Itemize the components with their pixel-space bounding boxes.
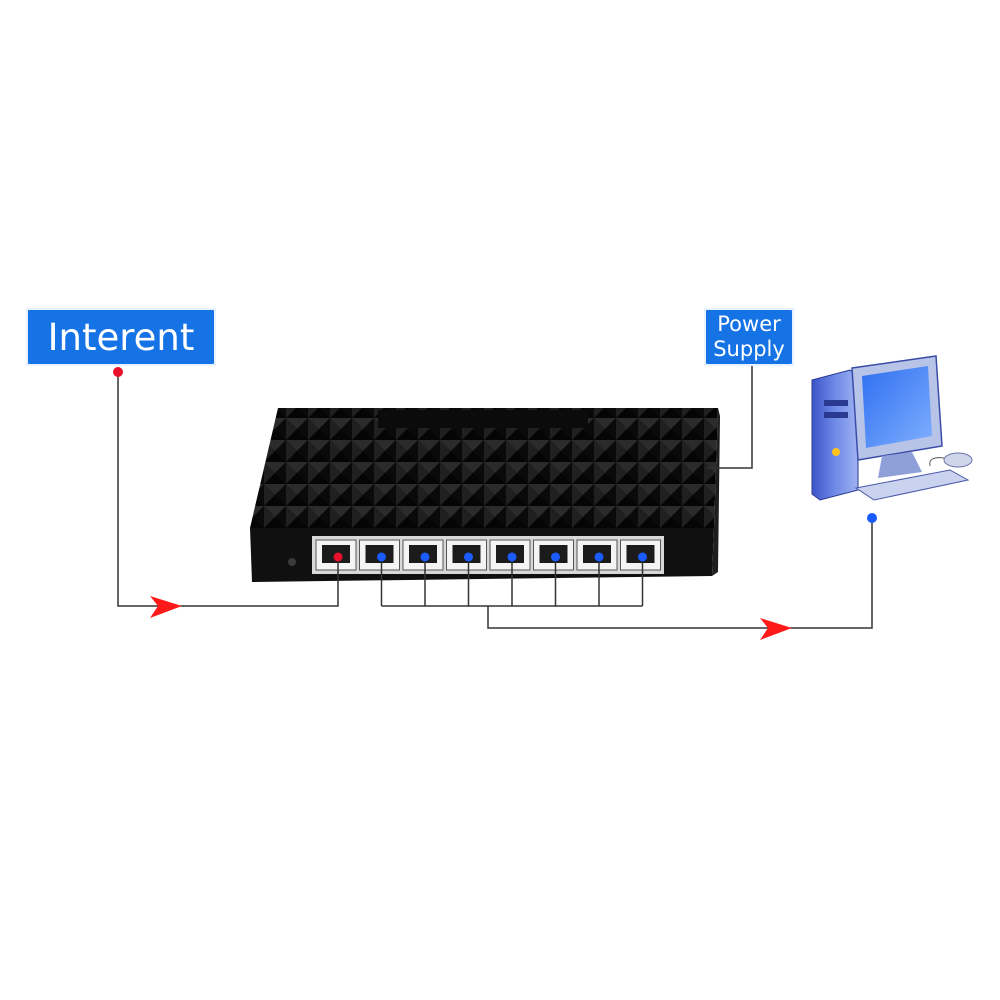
lan-port-dot [507, 552, 517, 562]
internet-label-text: Interent [47, 315, 195, 359]
power-label-line2: Supply [713, 337, 785, 361]
internet-line [117, 372, 160, 607]
wan-port-dot [333, 552, 343, 562]
lan-to-computer-line [487, 606, 770, 629]
internet-arrow-icon [150, 596, 182, 618]
internet-to-port-line [180, 562, 339, 607]
power-jack [288, 558, 296, 566]
lan-port-dot [464, 552, 473, 562]
lan-lines [380, 562, 644, 607]
power-label-line1: Power [717, 312, 781, 336]
internet-endpoint-dot [113, 367, 123, 377]
lan-port-dot [551, 552, 560, 562]
internet-label: Interent [26, 308, 216, 366]
desktop-computer-icon [811, 355, 973, 501]
power-supply-label: Power Supply [704, 308, 794, 366]
port-strip [312, 536, 664, 574]
power-line [706, 366, 753, 469]
lan-port-dot [420, 552, 430, 562]
switch-top-surface [250, 408, 718, 528]
led-window [378, 410, 588, 428]
lan-arrow-icon [760, 618, 792, 640]
network-switch [250, 408, 720, 582]
switch-side-face [712, 408, 720, 576]
lan-port-dot [638, 552, 647, 562]
computer-line [790, 518, 873, 629]
lan-port-dot [594, 552, 604, 562]
computer-endpoint-dot [867, 513, 877, 523]
connection-lines [117, 366, 873, 629]
lan-port-dot [377, 552, 386, 562]
